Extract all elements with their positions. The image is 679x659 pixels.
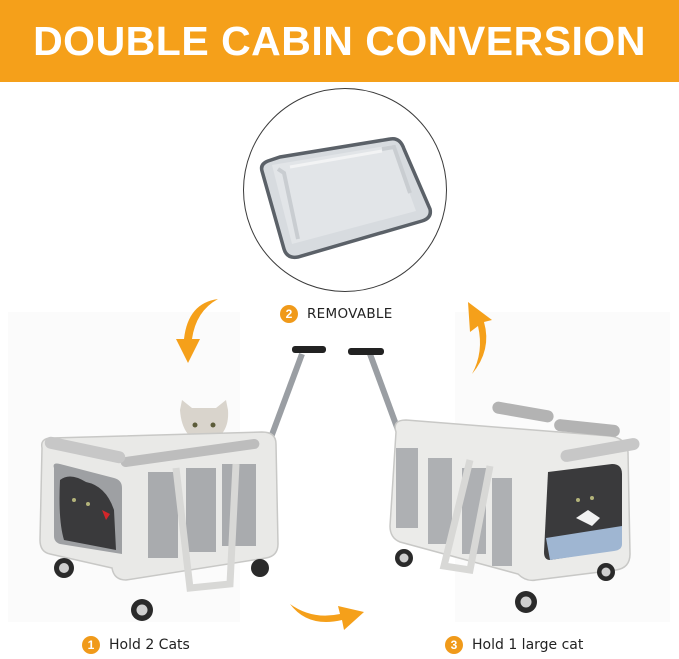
step-2-text: REMOVABLE bbox=[307, 306, 393, 322]
arrow-bottom-right-icon bbox=[290, 604, 364, 630]
step-2-label: 2 REMOVABLE bbox=[280, 305, 393, 323]
divider-mat-image bbox=[259, 136, 433, 260]
divider-mat-circle bbox=[243, 88, 447, 292]
title-banner: DOUBLE CABIN CONVERSION bbox=[0, 0, 679, 82]
right-carrier-image bbox=[348, 348, 640, 613]
banner-title: DOUBLE CABIN CONVERSION bbox=[33, 17, 646, 64]
step-1-label: 1 Hold 2 Cats bbox=[82, 636, 190, 654]
arrow-up-right-icon bbox=[468, 302, 492, 374]
step-3-badge: 3 bbox=[445, 636, 463, 654]
step-3-text: Hold 1 large cat bbox=[472, 637, 584, 653]
left-carrier-image bbox=[39, 346, 326, 621]
arrow-down-left-icon bbox=[176, 299, 218, 363]
step-2-badge: 2 bbox=[280, 305, 298, 323]
step-1-badge: 1 bbox=[82, 636, 100, 654]
step-3-label: 3 Hold 1 large cat bbox=[445, 636, 583, 654]
step-1-text: Hold 2 Cats bbox=[109, 637, 190, 653]
